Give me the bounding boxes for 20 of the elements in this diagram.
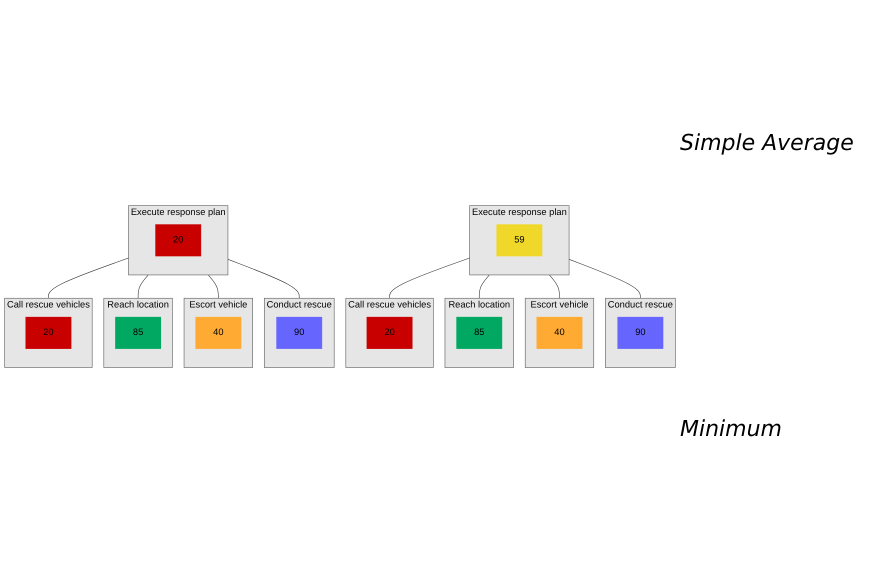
diagram-label: Minimum	[680, 417, 783, 442]
connector	[568, 258, 641, 298]
node-box: 20	[366, 316, 413, 349]
node-box: 20	[155, 224, 202, 256]
node-box: 90	[276, 316, 322, 349]
diagram-label: Simple Average	[680, 130, 855, 156]
connector	[138, 274, 148, 298]
node-box: 40	[195, 316, 242, 349]
node-box: 90	[617, 316, 664, 349]
connector	[228, 258, 300, 298]
node-box: 85	[115, 316, 162, 349]
connector	[389, 258, 470, 298]
node-box: 40	[536, 316, 582, 349]
node-box: 85	[456, 316, 502, 349]
node-box: 20	[26, 316, 72, 349]
connector	[208, 274, 219, 298]
connector	[48, 258, 129, 298]
node-box: 59	[496, 224, 542, 256]
connector	[549, 274, 560, 298]
connector	[478, 274, 490, 298]
